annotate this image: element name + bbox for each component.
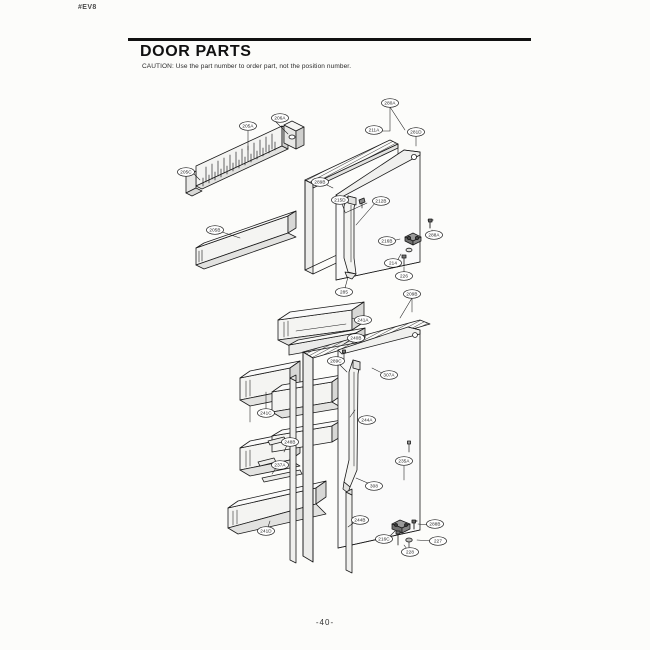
upper-door-basket-part (195, 210, 297, 270)
callout-label: 288A (428, 233, 440, 238)
callout-241C: 241C (257, 408, 275, 418)
callout-label: 288B (429, 522, 440, 527)
callout-label: 280A (384, 101, 396, 106)
callout-bubbles: 205A 206A 205C 205B 289B 280A (177, 98, 447, 557)
callout-label: 211A (369, 128, 381, 133)
callout-241A: 241A (354, 315, 372, 325)
callout-288A: 288A (425, 230, 443, 240)
callout-label: 216B (381, 239, 392, 244)
lower-handle-screw (342, 349, 346, 361)
callout-240B: 240B (347, 333, 365, 343)
callout-label: 237A (274, 463, 286, 468)
callout-label: 307A (383, 373, 395, 378)
callout-label: 240B (350, 336, 361, 341)
callout-205B: 205B (206, 225, 224, 235)
lower-door-liner-rails (289, 374, 297, 564)
upper-handle-screw (358, 197, 366, 209)
callout-label: 228 (406, 550, 414, 555)
can-rack-part (185, 120, 305, 197)
callout-285: 285 (335, 287, 353, 297)
lower-handle-rail-part (345, 488, 353, 574)
lower-door-handle-part (342, 359, 361, 494)
callout-241D: 241D (257, 526, 275, 536)
callout-235A: 235A (395, 456, 413, 466)
callout-label: 244B (354, 518, 365, 523)
title-divider (128, 38, 531, 41)
document-code: #EV8 (78, 4, 97, 11)
upper-door-handle-part (343, 195, 357, 280)
callout-label: 205A (242, 124, 254, 129)
callout-label: 226 (400, 274, 408, 279)
callout-289B: 289B (311, 177, 329, 187)
callout-212B: 212B (372, 196, 390, 206)
callout-label: 209B (406, 292, 417, 297)
callout-215D: 215D (331, 195, 349, 205)
callout-label: 215D (334, 198, 346, 203)
callout-label: 285 (340, 290, 348, 295)
callout-label: 308 (370, 484, 378, 489)
callout-281D: 281D (407, 127, 425, 137)
lower-door-gasket-part (302, 319, 431, 563)
upper-hinge-hardware (401, 218, 434, 267)
lower-hinge-hardware (391, 519, 418, 548)
callout-288B: 288B (426, 519, 444, 529)
callout-244B: 244B (351, 515, 369, 525)
callout-307A: 307A (380, 370, 398, 380)
callout-label: 289C (330, 359, 342, 364)
callout-205C: 205C (177, 167, 195, 177)
callout-label: 214 (389, 261, 397, 266)
upper-door-outer-panel-part (335, 149, 421, 281)
callout-label: 205C (180, 170, 192, 175)
callout-211A: 211A (365, 125, 383, 135)
callout-226: 226 (395, 271, 413, 281)
callout-216C: 216C (375, 534, 393, 544)
callout-label: 241A (357, 318, 369, 323)
callout-237A: 237A (271, 460, 289, 470)
callout-227: 227 (429, 536, 447, 546)
callout-label: 216C (378, 537, 390, 542)
callout-228: 228 (401, 547, 419, 557)
callout-label: 244A (361, 418, 373, 423)
callout-209B: 209B (403, 289, 421, 299)
callout-216B: 216B (378, 236, 396, 246)
callout-label: 241D (260, 529, 272, 534)
callout-label: 248B (284, 440, 295, 445)
callout-244A: 244A (358, 415, 376, 425)
callout-280A: 280A (381, 98, 399, 108)
callout-label: 227 (434, 539, 442, 544)
callout-289C: 289C (327, 356, 345, 366)
callout-label: 281D (410, 130, 422, 135)
callout-248B: 248B (281, 437, 299, 447)
callout-214: 214 (384, 258, 402, 268)
callout-label: 235A (398, 459, 410, 464)
callout-label: 205B (209, 228, 220, 233)
callout-label: 206A (274, 116, 286, 121)
callout-205A: 205A (239, 121, 257, 131)
page-title: DOOR PARTS (140, 43, 252, 60)
callout-label: 289B (314, 180, 325, 185)
page-number: -40- (315, 618, 335, 627)
callout-label: 241C (260, 411, 272, 416)
caution-note: CAUTION: Use the part number to order pa… (142, 63, 352, 70)
callout-308: 308 (365, 481, 383, 491)
callout-label: 212B (375, 199, 386, 204)
callout-206A: 206A (271, 113, 289, 123)
